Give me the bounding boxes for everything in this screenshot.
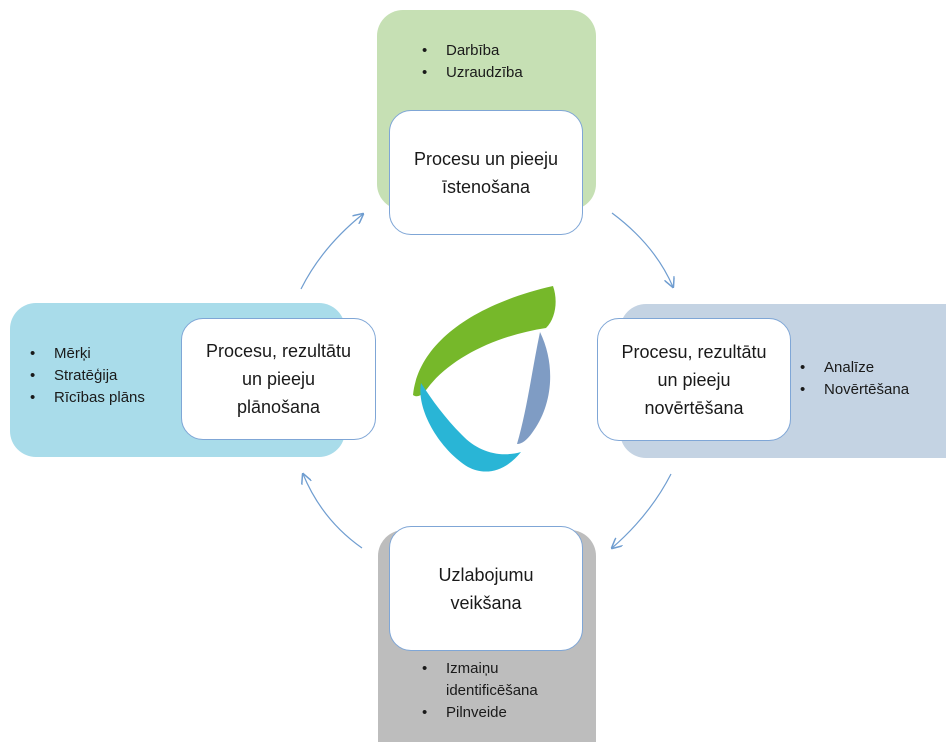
bottom-bullet-item: Izmaiņu identificēšana bbox=[418, 658, 538, 702]
left-bullets: Mērķi Stratēģija Rīcības plāns bbox=[26, 343, 145, 409]
node-top-implementation: Procesu un pieeju īstenošana bbox=[389, 110, 583, 235]
node-right-label: Procesu, rezultātu un pieeju novērtēšana bbox=[621, 341, 767, 418]
arrow-right-to-bottom bbox=[612, 473, 672, 548]
node-right-evaluation: Procesu, rezultātu un pieeju novērtēšana bbox=[597, 318, 791, 441]
node-bottom-improvement: Uzlabojumu veikšana bbox=[389, 526, 583, 651]
node-top-label: Procesu un pieeju īstenošana bbox=[413, 148, 559, 197]
top-bullet-item: Darbība bbox=[418, 40, 523, 62]
left-bullet-item: Mērķi bbox=[26, 343, 145, 365]
arrow-bottom-to-left bbox=[303, 474, 363, 549]
top-bullets: Darbība Uzraudzība bbox=[418, 40, 523, 84]
arrow-top-to-right bbox=[611, 212, 673, 287]
right-bullet-item: Novērtēšana bbox=[796, 379, 909, 401]
node-left-planning: Procesu, rezultātu un pieeju plānošana bbox=[181, 318, 376, 440]
bottom-bullet-item: Pilnveide bbox=[418, 702, 538, 724]
left-bullet-item: Stratēģija bbox=[26, 365, 145, 387]
bottom-bullets: Izmaiņu identificēšana Pilnveide bbox=[418, 658, 538, 724]
arrow-left-to-top bbox=[300, 214, 363, 290]
right-bullet-item: Analīze bbox=[796, 357, 909, 379]
node-bottom-label: Uzlabojumu veikšana bbox=[438, 564, 534, 613]
node-left-label: Procesu, rezultātu un pieeju plānošana bbox=[205, 341, 352, 417]
cycle-logo-icon bbox=[413, 286, 556, 472]
top-bullet-item: Uzraudzība bbox=[418, 62, 523, 84]
right-bullets: Analīze Novērtēšana bbox=[796, 357, 909, 401]
left-bullet-item: Rīcības plāns bbox=[26, 387, 145, 409]
